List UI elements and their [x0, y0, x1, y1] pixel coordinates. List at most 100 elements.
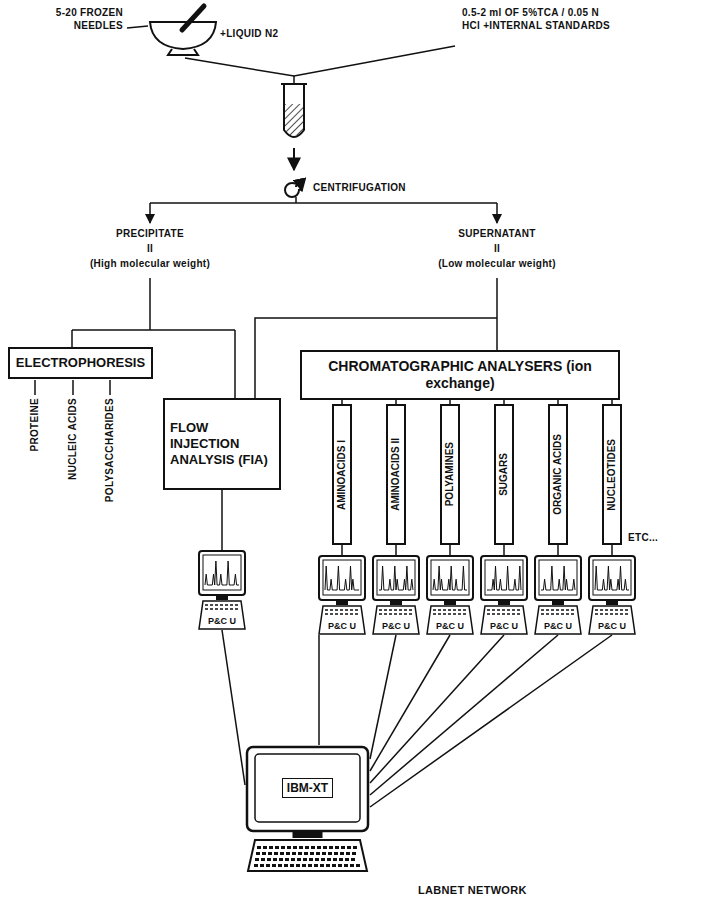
connector-line — [370, 635, 396, 759]
keyboard-key — [620, 613, 623, 615]
keyboard-key — [341, 846, 345, 849]
keyboard-key — [266, 864, 270, 867]
keyboard-key — [389, 613, 392, 615]
keyboard-key — [353, 846, 357, 849]
keyboard-key — [325, 609, 328, 611]
keyboard — [427, 606, 473, 634]
keyboard-key — [302, 864, 306, 867]
keyboard-key — [595, 613, 598, 615]
label-box: II — [494, 243, 500, 256]
keyboard-key — [260, 864, 264, 867]
column-label: POLYAMINES — [444, 442, 456, 506]
monitor-case — [589, 556, 635, 600]
keyboard-key — [278, 864, 282, 867]
keyboard-key — [315, 858, 319, 861]
split-line — [150, 202, 497, 204]
keyboard-key — [345, 613, 348, 615]
keyboard-key — [309, 858, 313, 861]
chromatogram-trace — [595, 566, 629, 590]
branch-line — [109, 380, 111, 395]
keyboard-key — [291, 858, 295, 861]
chromatogram-trace — [379, 566, 413, 590]
leader-line — [127, 26, 148, 28]
keyboard-key — [254, 864, 258, 867]
monitor-case — [373, 556, 419, 600]
keyboard-key — [290, 864, 294, 867]
keyboard-key — [458, 609, 461, 611]
monitor-screen — [377, 560, 415, 595]
keyboard-key — [225, 608, 228, 610]
label-box: POLYSACCHARIDES — [103, 398, 117, 506]
keyboard-key — [205, 604, 208, 606]
branch-line — [34, 380, 36, 395]
keyboard-label: P&C U — [206, 616, 238, 627]
monitor-screen — [255, 754, 360, 822]
flow-arrow — [149, 203, 151, 223]
computer-box: P&C U — [317, 555, 367, 635]
keyboard-key — [345, 609, 348, 611]
keyboard-key — [215, 608, 218, 610]
box-title: ELECTROPHORESIS — [15, 355, 146, 371]
tube-feed-line — [293, 76, 295, 84]
keyboard-key — [335, 846, 339, 849]
text-label: SUPERNATANT — [458, 228, 535, 239]
connector-line — [370, 635, 558, 795]
monitor-screen — [485, 560, 523, 595]
keyboard-key — [605, 609, 608, 611]
monitor-screen — [593, 560, 631, 595]
connector-line — [370, 635, 612, 807]
keyboard — [373, 606, 419, 634]
keyboard-key — [409, 609, 412, 611]
text-label: PROTEINE — [29, 398, 42, 452]
keyboard-key — [600, 609, 603, 611]
computer-box: P&C U — [479, 555, 529, 635]
keyboard-key — [274, 852, 278, 855]
keyboard-key — [487, 609, 490, 611]
keyboard-key — [220, 604, 223, 606]
keyboard-key — [610, 609, 613, 611]
monitor-screen — [323, 560, 361, 595]
keyboard-key — [512, 609, 515, 611]
keyboard-key — [215, 604, 218, 606]
keyboard-key — [438, 613, 441, 615]
keyboard-key — [257, 846, 261, 849]
computer-box: P&C U — [533, 555, 583, 635]
connector-line — [370, 635, 450, 771]
text-label: II — [147, 243, 153, 254]
keyboard-key — [340, 852, 344, 855]
keyboard-key — [346, 852, 350, 855]
box-title: FLOW INJECTION ANALYSIS (FIA) — [170, 420, 274, 469]
computer-box: P&C U — [425, 555, 475, 635]
keyboard-key — [210, 608, 213, 610]
keyboard-key — [311, 846, 315, 849]
monitor-case — [199, 551, 245, 595]
keyboard-key — [571, 613, 574, 615]
keyboard-key — [541, 613, 544, 615]
monitor-stand — [444, 600, 456, 605]
keyboard-key — [502, 609, 505, 611]
connector-line — [221, 490, 223, 550]
keyboard-key — [404, 609, 407, 611]
keyboard-key — [458, 613, 461, 615]
monitor-stand — [390, 600, 402, 605]
keyboard-key — [329, 846, 333, 849]
keyboard-key — [322, 852, 326, 855]
monitor-case — [481, 556, 527, 600]
keyboard-key — [389, 609, 392, 611]
keyboard-key — [303, 858, 307, 861]
keyboard-key — [350, 609, 353, 611]
keyboard-key — [394, 613, 397, 615]
keyboard-key — [230, 608, 233, 610]
keyboard-key — [267, 858, 271, 861]
keyboard-key — [304, 852, 308, 855]
keyboard-key — [492, 613, 495, 615]
column-label: SUGARS — [498, 453, 510, 496]
connector-line — [341, 545, 343, 555]
column-box: SUGARS — [494, 404, 514, 545]
keyboard-key — [433, 609, 436, 611]
keyboard-key — [230, 604, 233, 606]
keyboard-key — [220, 608, 223, 610]
computer-symbol — [245, 745, 370, 873]
keyboard-key — [546, 613, 549, 615]
